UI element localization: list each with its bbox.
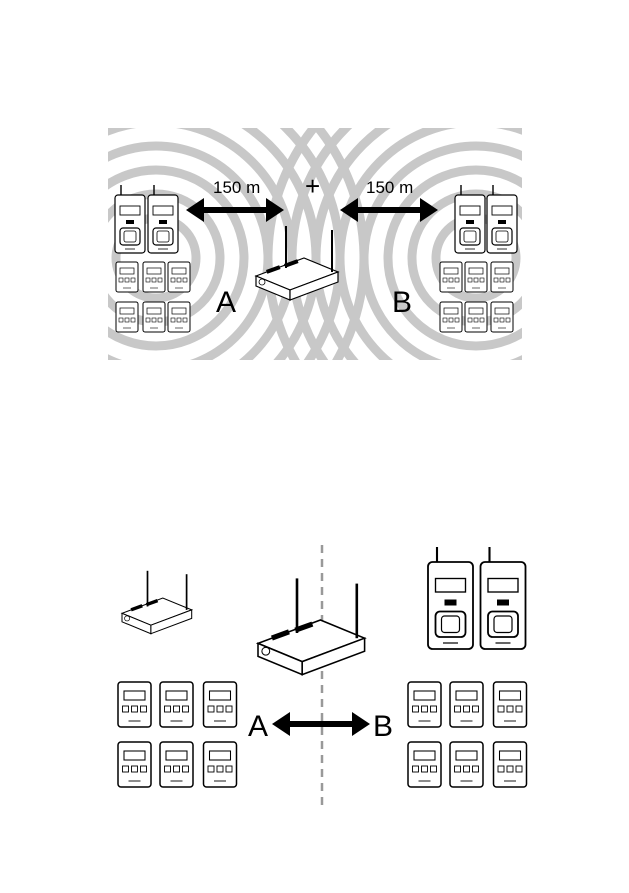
receiver-device-icon (143, 262, 165, 292)
receiver-device-icon (408, 742, 441, 787)
receiver-device-icon (408, 682, 441, 727)
receiver-device-icon (494, 742, 527, 787)
receiver-device-icon (465, 302, 487, 332)
receiver-device-icon (491, 302, 513, 332)
receiver-device-icon (204, 742, 237, 787)
receiver-device-icon (450, 742, 483, 787)
receiver-device-icon (204, 682, 237, 727)
transmitter-device-icon (115, 185, 145, 253)
signal-ring (340, 122, 612, 394)
receiver-device-icon (116, 302, 138, 332)
zone-a-label: A (248, 710, 268, 743)
transmitter-device-icon (148, 185, 178, 253)
receiver-device-icon (143, 302, 165, 332)
transmitter-device-icon (428, 547, 473, 649)
signal-ring (20, 122, 292, 394)
distance-label-left: 150 m (213, 178, 260, 197)
receiver-device-icon (118, 742, 151, 787)
transmitter-device-icon (481, 547, 526, 649)
signal-ring (0, 50, 364, 466)
plus-sign: + (305, 171, 320, 201)
signal-rings (0, 50, 629, 466)
zone-b-label: B (392, 286, 412, 319)
receiver-device-icon (116, 262, 138, 292)
signal-ring (268, 50, 629, 466)
receiver-device-icon (160, 742, 193, 787)
receiver-device-icon (440, 302, 462, 332)
transmitter-device-icon (487, 185, 517, 253)
zone-a-label: A (216, 286, 236, 319)
base-station-icon (258, 578, 365, 674)
double-arrow-icon (340, 198, 438, 222)
receiver-device-icon (450, 682, 483, 727)
zone-b-label: B (373, 710, 393, 743)
receiver-device-icon (494, 682, 527, 727)
coverage-diagram: 150 m 150 m + A B (0, 50, 629, 466)
receiver-device-icon (465, 262, 487, 292)
distance-label-right: 150 m (366, 178, 413, 197)
receiver-device-icon (491, 262, 513, 292)
receiver-device-icon (168, 262, 190, 292)
receiver-device-icon (118, 682, 151, 727)
base-station-icon (122, 571, 192, 634)
receiver-device-icon (168, 302, 190, 332)
split-zone-diagram: A B (118, 545, 527, 805)
receiver-device-icon (160, 682, 193, 727)
transmitter-device-icon (455, 185, 485, 253)
receiver-device-icon (440, 262, 462, 292)
